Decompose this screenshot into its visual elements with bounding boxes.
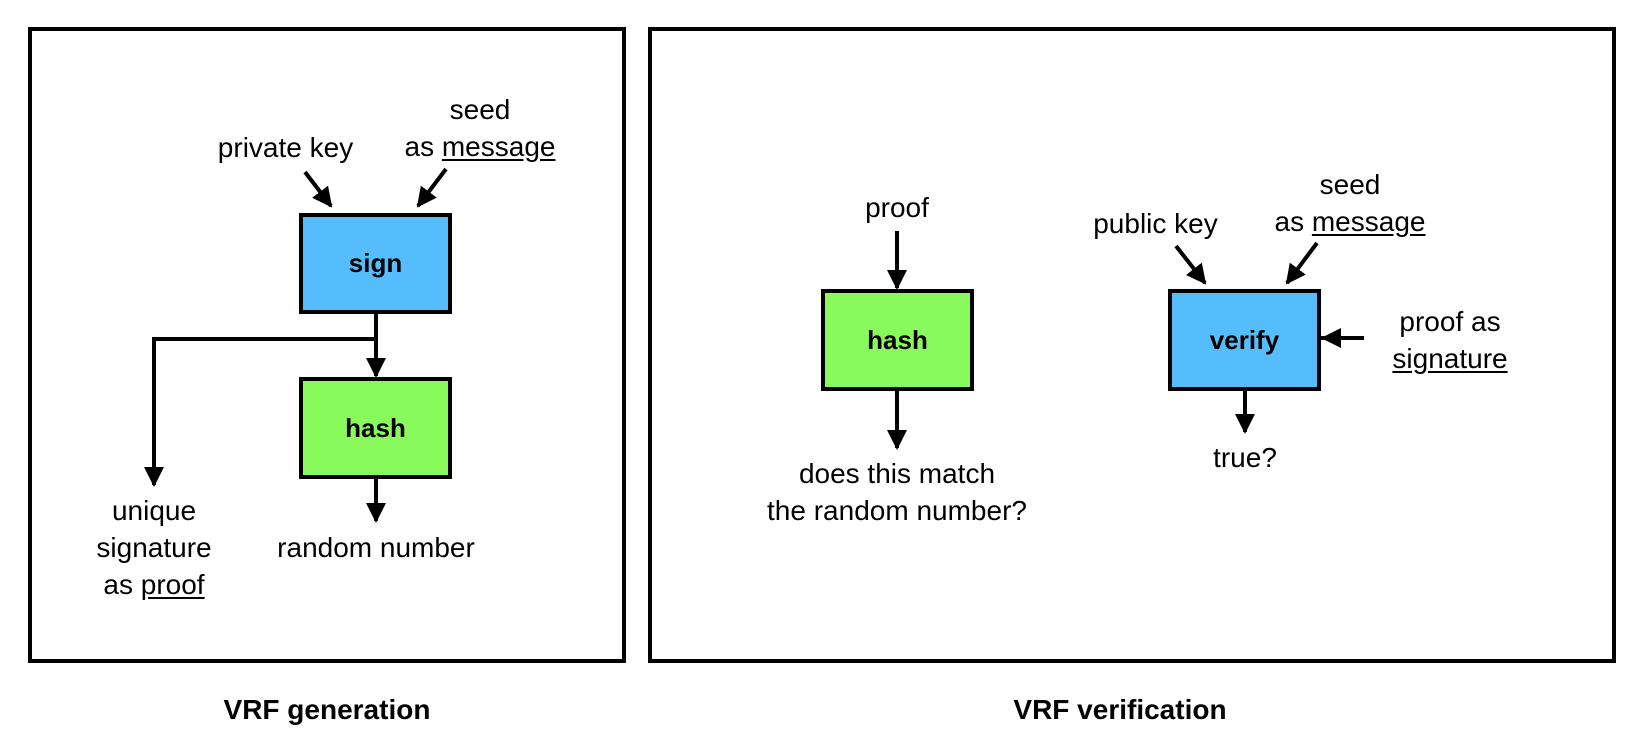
public-key-label: public key <box>1093 208 1218 239</box>
generation-hash-box: hash <box>299 377 452 479</box>
sign-box: sign <box>299 213 452 314</box>
sign-box-label: sign <box>348 248 403 278</box>
verify-box-label: verify <box>1209 324 1280 355</box>
proof-as-signature-label: proof as signature <box>1392 306 1508 374</box>
verification-hash-box: hash <box>821 289 974 391</box>
seed-as-message-label-verify: seed as message <box>1274 169 1426 237</box>
private-key-label: private key <box>217 132 354 163</box>
verification-hash-box-label: hash <box>867 324 928 355</box>
unique-signature-as-proof-label: unique signature as proof <box>96 495 212 600</box>
generation-hash-box-label: hash <box>345 412 406 443</box>
vrf-verification-panel <box>648 27 1616 663</box>
verify-box: verify <box>1168 289 1321 391</box>
vrf-verification-caption: VRF verification <box>1013 694 1227 725</box>
vrf-generation-caption: VRF generation <box>223 694 431 725</box>
does-this-match-label: does this match the random number? <box>767 458 1027 526</box>
seed-as-message-label: seed as message <box>404 94 556 162</box>
true-label: true? <box>1213 442 1277 473</box>
proof-input-label: proof <box>865 192 929 223</box>
random-number-label: random number <box>277 532 475 563</box>
